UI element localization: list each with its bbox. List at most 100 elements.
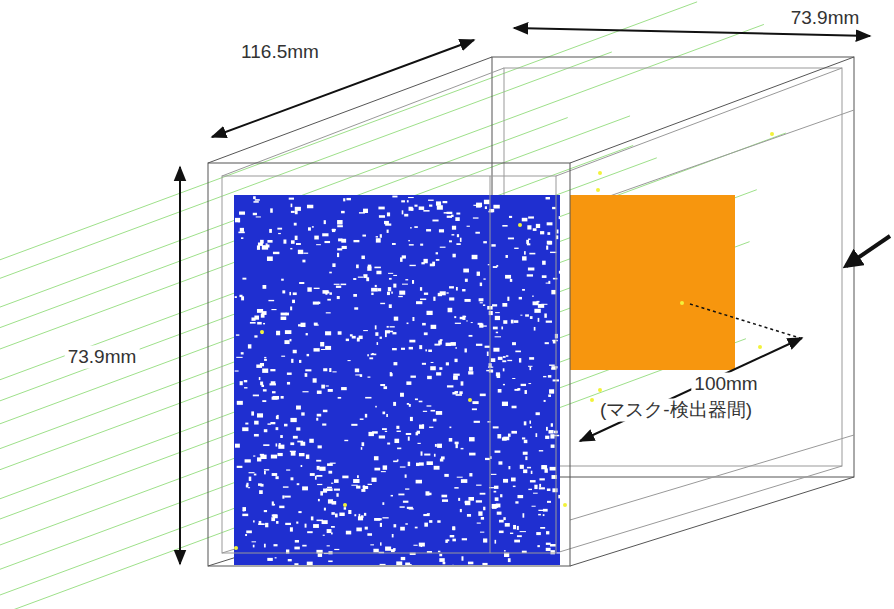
mask-hole (502, 225, 507, 227)
mask-hole (253, 520, 255, 522)
mask-hole (371, 354, 377, 356)
mask-hole (257, 413, 263, 417)
mask-hole (301, 323, 306, 327)
mask-hole (358, 277, 363, 278)
mask-hole (353, 278, 356, 280)
mask-hole (282, 290, 285, 293)
mask-hole (375, 332, 378, 336)
mask-hole (316, 418, 318, 421)
mask-hole (368, 484, 372, 485)
mask-hole (509, 216, 512, 218)
mask-hole (421, 544, 423, 547)
mask-hole (522, 437, 525, 439)
mask-hole (376, 238, 381, 242)
mask-hole (389, 278, 392, 280)
mask-hole (449, 286, 454, 288)
mask-hole (271, 309, 276, 310)
mask-hole (331, 526, 335, 528)
mask-hole (317, 414, 321, 417)
mask-hole (491, 358, 495, 362)
mask-hole (559, 216, 560, 219)
mask-hole (456, 213, 460, 215)
mask-hole (427, 461, 433, 465)
mask-hole (469, 437, 475, 441)
mask-hole (375, 285, 377, 287)
mask-hole (552, 488, 557, 492)
mask-hole (318, 499, 320, 501)
mask-hole (407, 507, 413, 509)
mask-hole (508, 238, 514, 240)
mask-hole (446, 292, 448, 293)
mask-hole (519, 358, 521, 362)
mask-hole (353, 479, 359, 483)
mask-hole (334, 549, 339, 550)
mask-hole (299, 360, 301, 363)
mask-hole (238, 232, 244, 234)
mask-hole (390, 372, 392, 376)
mask-hole (251, 317, 255, 320)
mask-hole (394, 524, 397, 527)
mask-hole (472, 408, 477, 410)
mask-hole (374, 267, 380, 269)
mask-hole (541, 465, 547, 469)
hit-dot (234, 546, 238, 550)
mask-hole (438, 340, 442, 344)
mask-hole (348, 510, 351, 514)
mask-hole (549, 389, 554, 393)
mask-hole (242, 507, 246, 511)
mask-hole (326, 488, 332, 491)
mask-hole (530, 316, 533, 319)
mask-hole (482, 563, 487, 565)
mask-hole (270, 208, 273, 212)
mask-hole (273, 252, 279, 254)
mask-hole (389, 304, 392, 308)
mask-hole (539, 487, 545, 489)
mask-hole (441, 495, 447, 498)
mask-hole (527, 467, 531, 469)
mask-hole (485, 346, 490, 348)
mask-hole (264, 359, 267, 361)
mask-hole (337, 296, 340, 299)
mask-hole (474, 421, 480, 423)
mask-hole (503, 517, 505, 520)
mask-hole (416, 301, 422, 304)
mask-hole (313, 302, 319, 305)
hit-dot (468, 398, 472, 402)
mask-hole (508, 558, 511, 562)
mask-hole (413, 545, 417, 546)
mask-hole (290, 339, 292, 341)
mask-hole (406, 381, 411, 385)
mask-hole (311, 516, 314, 520)
mask-hole (529, 253, 535, 255)
mask-hole (267, 558, 273, 561)
mask-hole (259, 377, 261, 380)
mask-hole (492, 504, 498, 508)
mask-hole (393, 362, 397, 365)
mask-hole (512, 342, 516, 345)
mask-hole (528, 239, 530, 240)
mask-hole (533, 301, 539, 305)
mask-hole (420, 299, 426, 301)
mask-hole (452, 226, 456, 230)
mask-hole (547, 501, 551, 503)
mask-hole (485, 458, 490, 460)
mask-hole (272, 391, 276, 393)
mask-hole (237, 466, 243, 468)
mask-hole (406, 564, 412, 565)
mask-hole (440, 339, 443, 341)
mask-hole (264, 469, 269, 470)
mask-hole (402, 284, 408, 285)
mask-hole (432, 220, 438, 222)
mask-hole (379, 435, 385, 438)
mask-hole (331, 483, 333, 484)
mask-hole (291, 211, 295, 213)
mask-hole (532, 296, 534, 297)
mask-hole (546, 531, 549, 534)
mask-hole (273, 396, 275, 399)
distance-dimension: 100mm (691, 373, 760, 396)
mask-hole (289, 198, 294, 200)
mask-hole (476, 203, 482, 207)
mask-hole (276, 331, 280, 335)
mask-hole (452, 565, 454, 566)
mask-hole (293, 436, 298, 439)
